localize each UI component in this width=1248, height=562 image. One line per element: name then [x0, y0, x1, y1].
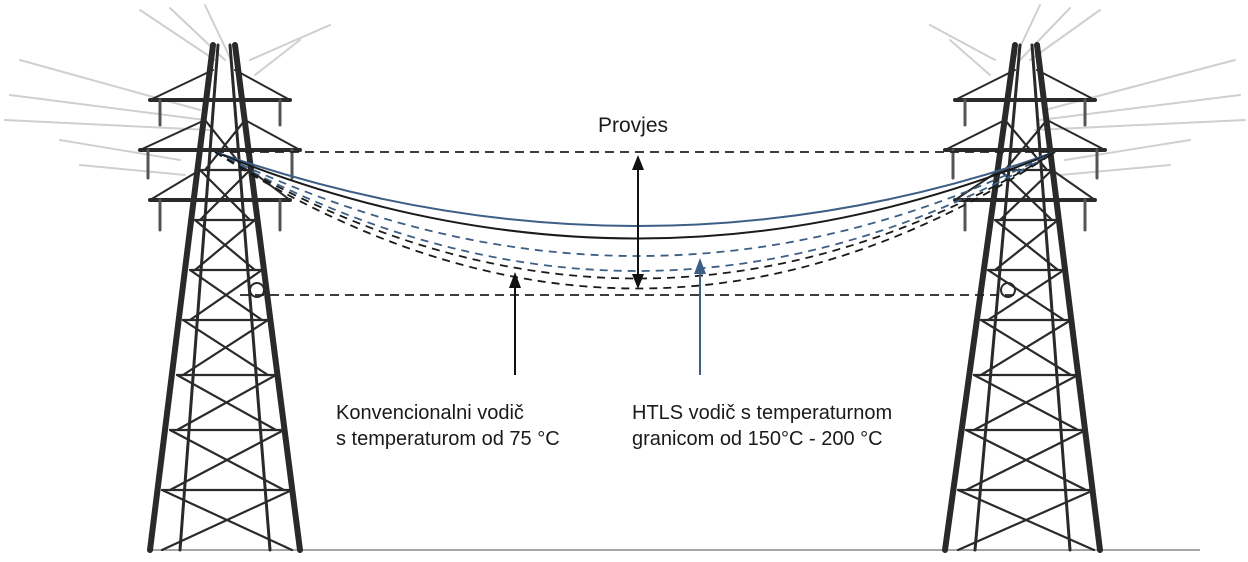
htls-label-line2: granicom od 150°C - 200 °C [632, 428, 883, 450]
htls-pointer-arrow [694, 258, 706, 375]
conventional-pointer-arrow [509, 272, 521, 375]
right-tower [929, 4, 1246, 553]
conventional-conductor-dashed-2 [214, 151, 1056, 290]
htls-conductor-dashed-2 [214, 151, 1056, 272]
htls-label-line1: HTLS vodič s temperaturnom [632, 402, 893, 424]
conventional-label-line1: Konvencionalni vodič [336, 402, 524, 424]
htls-conductor-label: HTLS vodič s temperaturnom granicom od 1… [632, 400, 892, 452]
conventional-conductor-label: Konvencionalni vodič s temperaturom od 7… [336, 400, 560, 452]
left-tower [4, 4, 331, 553]
sag-label: Provjes [598, 114, 669, 137]
conventional-conductor-dashed-1 [214, 151, 1056, 280]
conventional-label-line2: s temperaturom od 75 °C [336, 428, 560, 450]
sag-double-arrow [632, 155, 644, 289]
